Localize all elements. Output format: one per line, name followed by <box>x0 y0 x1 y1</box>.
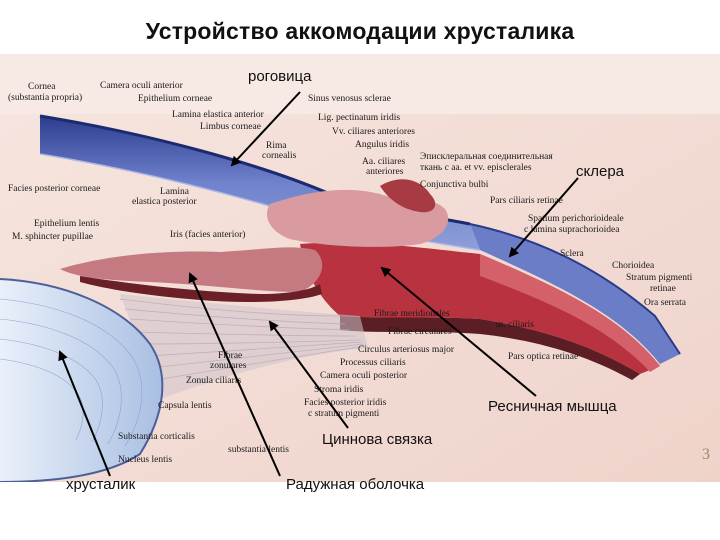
label-epithelium-corneae: Epithelium corneae <box>138 94 213 104</box>
sclera-band <box>470 224 680 364</box>
label-lamina-elastica-posterior: elastica posterior <box>132 197 197 207</box>
label-camera-posterior: Camera oculi posterior <box>320 371 408 381</box>
label-lamina-elastica-anterior: Lamina elastica anterior <box>172 110 264 120</box>
label-lamina: Lamina <box>160 187 190 197</box>
label-episcleral-1: Эписклеральная соединительная <box>420 152 553 162</box>
overlay-label-lens: хрусталик <box>66 476 136 493</box>
label-epithelium-lentis: Epithelium lentis <box>34 219 100 229</box>
label-cornea-substantia: (substantia propria) <box>8 93 83 103</box>
overlay-label-cornea: роговица <box>248 68 312 85</box>
plate-top-band <box>0 54 720 114</box>
label-ora-serrata: Ora serrata <box>644 298 686 308</box>
label-vv-ciliares: Vv. ciliares anteriores <box>332 127 415 137</box>
label-limbus-corneae: Limbus corneae <box>200 122 261 132</box>
label-pars-ciliaris-retinae: Pars ciliaris retinae <box>490 196 563 206</box>
label-spatium-perichorioideale: Spatium perichorioideale <box>528 214 624 224</box>
label-fibrae: Fibrae <box>218 351 243 361</box>
label-lamina-suprachorioidea: c lamina suprachorioidea <box>524 225 620 235</box>
label-processus-ciliaris: Processus ciliaris <box>340 358 406 368</box>
label-lig-pectinatum: Lig. pectinatum iridis <box>318 113 401 123</box>
label-zonula-ciliaris: Zonula ciliaris <box>186 376 242 386</box>
label-sinus-venosus: Sinus venosus sclerae <box>308 94 391 104</box>
label-sphincter-pupillae: M. sphincter pupillae <box>12 232 93 242</box>
label-substantia-corticalis: Substantia corticalis <box>118 432 195 442</box>
label-retinae: retinae <box>650 284 676 294</box>
page-title: Устройство аккомодации хрусталика <box>145 18 575 44</box>
page-number: 3 <box>702 446 710 463</box>
label-iris-facies-anterior: Iris (facies anterior) <box>170 230 246 240</box>
label-stroma-iridis: Stroma iridis <box>314 385 364 395</box>
label-cornea: Cornea <box>28 82 56 92</box>
label-m-ciliaris: m. ciliaris <box>496 320 534 330</box>
label-camera-anterior: Camera oculi anterior <box>100 81 183 91</box>
label-episcleral-2: ткань с aa. et vv. episclerales <box>420 163 532 173</box>
label-stratum-pigmenti-iridis: c stratum pigmenti <box>308 409 380 419</box>
anatomy-illustration: Cornea (substantia propria) Camera oculi… <box>0 54 720 482</box>
label-fibrae-circulares: Fibrae circulares <box>388 327 452 337</box>
label-zonulares: zonulares <box>210 361 247 371</box>
label-rima: Rima <box>266 141 287 151</box>
label-aa-ciliares: Aa. ciliares <box>362 157 406 167</box>
overlay-label-ciliary-muscle: Ресничная мышца <box>488 398 617 415</box>
overlay-label-zinn-ligament: Циннова связка <box>322 431 433 448</box>
label-capsula-lentis: Capsula lentis <box>158 401 212 411</box>
label-aa-ciliares-anteriores: anteriores <box>366 167 404 177</box>
label-conjunctiva-bulbi: Conjunctiva bulbi <box>420 180 489 190</box>
label-angulus-iridis: Angulus iridis <box>355 140 410 150</box>
label-rima-cornealis: cornealis <box>262 151 297 161</box>
overlay-label-iris: Радужная оболочка <box>286 476 425 493</box>
overlay-label-sclera: склера <box>576 163 625 180</box>
conjunctiva-fold <box>380 179 436 213</box>
label-sclera-latin: Sclera <box>560 249 584 259</box>
label-facies-posterior-iridis: Facies posterior iridis <box>304 398 387 408</box>
label-stratum-pigmenti: Stratum pigmenti <box>626 273 693 283</box>
label-fibrae-meridionales: Fibrae meridionales <box>374 309 450 319</box>
label-circulus-arteriosus: Circulus arteriosus major <box>358 345 455 355</box>
sclera-outer-line <box>469 223 681 355</box>
label-chorioidea: Chorioidea <box>612 261 655 271</box>
label-substantia-lentis: substantia lentis <box>228 445 289 455</box>
label-pars-optica-retinae: Pars optica retinae <box>508 352 579 362</box>
label-nucleus-lentis: Nucleus lentis <box>118 455 173 465</box>
label-facies-posterior-corneae: Facies posterior corneae <box>8 184 101 194</box>
